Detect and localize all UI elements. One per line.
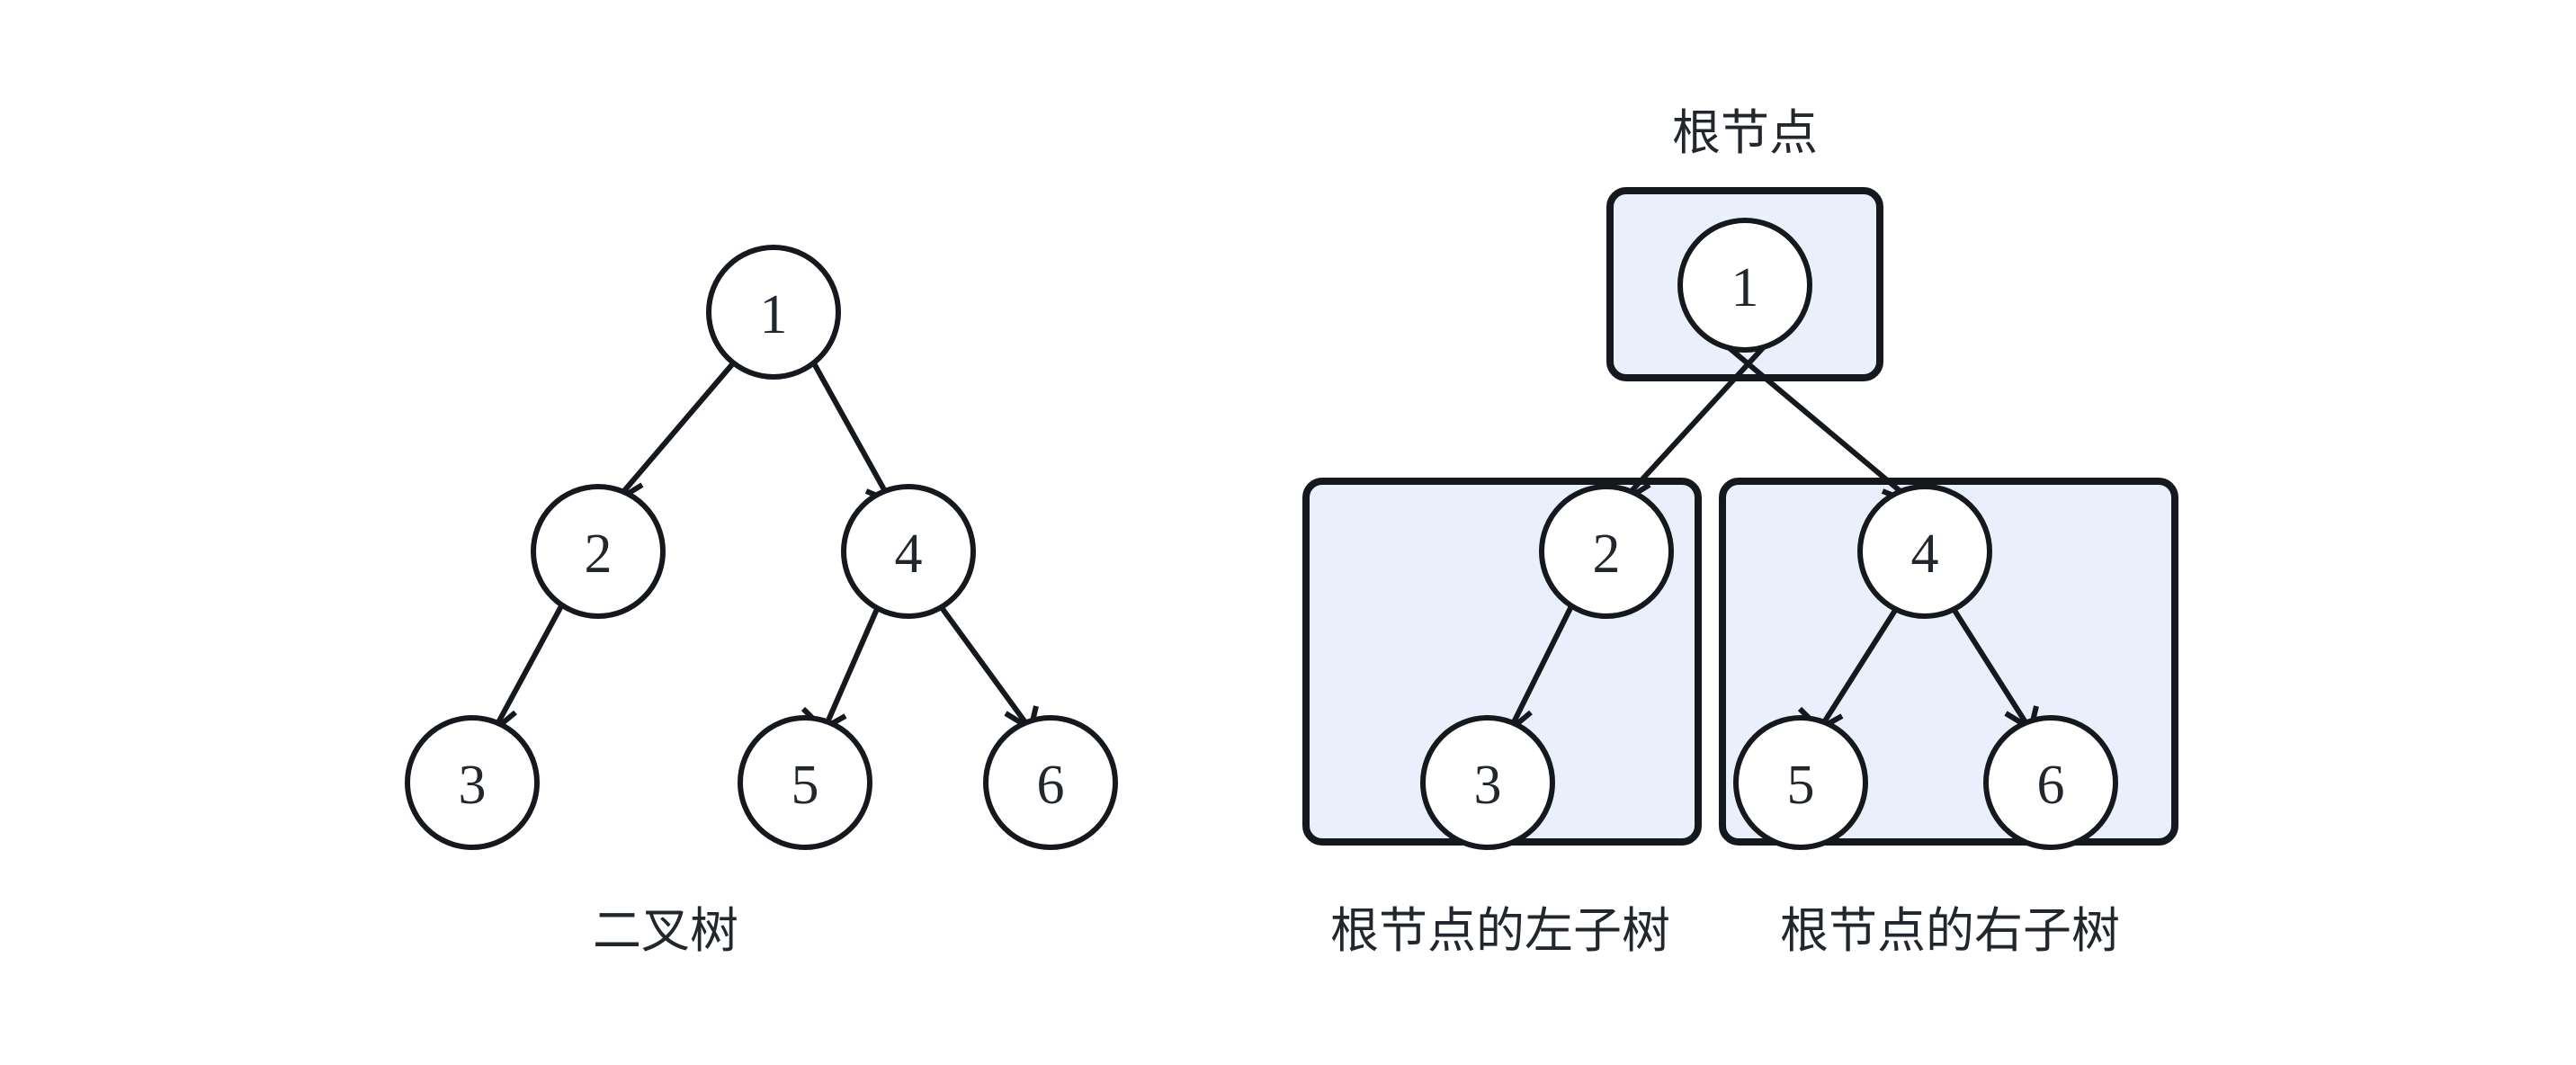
caption-right-subtree: 根节点的右子树 <box>1780 904 2120 958</box>
tree-node-6[interactable]: 6 <box>983 715 1118 850</box>
node-circle <box>706 245 841 380</box>
node-circle <box>841 484 976 619</box>
node-label: 6 <box>2037 755 2065 816</box>
subtree-node-3[interactable]: 3 <box>1420 715 1555 850</box>
tree-node-3[interactable]: 3 <box>405 715 540 850</box>
edge-r4-to-r6 <box>1951 607 2028 724</box>
node-label: 2 <box>585 524 613 585</box>
node-label: 3 <box>1474 755 1502 816</box>
edge-r1-to-r4 <box>1718 337 1904 496</box>
node-circle <box>531 484 666 619</box>
subtree-node-6[interactable]: 6 <box>1983 715 2118 850</box>
node-label: 2 <box>1593 524 1621 585</box>
node-circle <box>1677 218 1812 353</box>
edge-1-to-4 <box>811 362 889 495</box>
edge-2-to-3 <box>495 603 565 726</box>
node-circle <box>983 715 1118 850</box>
caption-root-node: 根节点 <box>1672 106 1818 160</box>
node-label: 4 <box>1911 524 1939 585</box>
edge-4-to-6 <box>940 607 1028 724</box>
caption-left-subtree: 根节点的左子树 <box>1330 904 1670 958</box>
subtree-node-5[interactable]: 5 <box>1733 715 1868 850</box>
node-circle <box>1857 484 1992 619</box>
node-circle <box>1733 715 1868 850</box>
node-circle <box>1539 484 1674 619</box>
node-circle <box>1420 715 1555 850</box>
subtree-node-4[interactable]: 4 <box>1857 484 1992 619</box>
node-label: 4 <box>895 524 923 585</box>
node-label: 5 <box>1787 755 1815 816</box>
right-panel-nodes: 1 2 4 3 5 6 <box>1420 218 2118 850</box>
edge-1-to-2 <box>620 362 736 495</box>
node-circle <box>1983 715 2118 850</box>
caption-binary-tree: 二叉树 <box>593 904 738 958</box>
edge-r4-to-r5 <box>1821 607 1899 724</box>
node-label: 6 <box>1037 755 1065 816</box>
tree-node-1[interactable]: 1 <box>706 245 841 380</box>
node-circle <box>405 715 540 850</box>
edge-4-to-5 <box>825 607 880 724</box>
node-label: 1 <box>760 284 788 345</box>
tree-node-4[interactable]: 4 <box>841 484 976 619</box>
subtree-node-2[interactable]: 2 <box>1539 484 1674 619</box>
tree-node-2[interactable]: 2 <box>531 484 666 619</box>
node-label: 5 <box>792 755 819 816</box>
tree-node-5[interactable]: 5 <box>738 715 872 850</box>
node-circle <box>738 715 872 850</box>
left-panel-nodes: 1 2 4 3 5 6 <box>405 245 1118 850</box>
node-label: 3 <box>459 755 487 816</box>
edge-r2-to-r3 <box>1510 603 1575 726</box>
node-label: 1 <box>1731 257 1759 318</box>
right-panel-captions: 根节点 根节点的左子树 根节点的右子树 <box>1330 106 2120 958</box>
subtree-node-1[interactable]: 1 <box>1677 218 1812 353</box>
